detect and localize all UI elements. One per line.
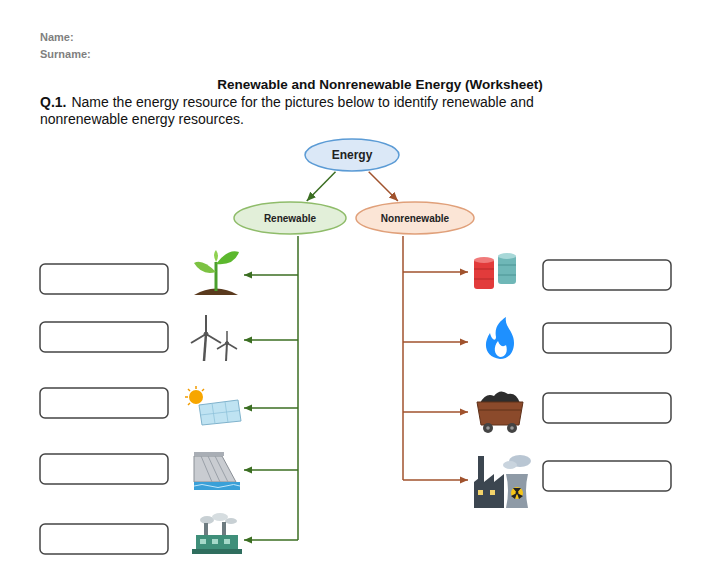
node-label: Renewable bbox=[264, 213, 316, 224]
plant-icon bbox=[194, 250, 239, 295]
answer-box bbox=[40, 454, 168, 484]
name-field-label: Name: bbox=[40, 31, 74, 43]
gas-flame-icon bbox=[486, 317, 514, 359]
question-number: Q.1. bbox=[40, 94, 66, 110]
connector-arrow bbox=[369, 172, 398, 201]
question-line: Q.1.Name the energy resource for the pic… bbox=[40, 94, 615, 128]
ellipse-shape bbox=[234, 202, 346, 234]
nonrenewable-branch-lines bbox=[403, 236, 468, 480]
renewable-branch-lines bbox=[244, 236, 298, 540]
answer-boxes bbox=[40, 260, 671, 554]
category-ellipse: Nonrenewable bbox=[355, 201, 475, 235]
geothermal-plant-icon bbox=[192, 513, 242, 554]
answer-box bbox=[40, 388, 168, 418]
question-text: Name the energy resource for the picture… bbox=[40, 94, 534, 127]
oil-barrels-icon bbox=[474, 253, 516, 289]
hydro-dam-icon bbox=[194, 452, 240, 490]
answer-box bbox=[543, 393, 671, 423]
solar-panel-icon bbox=[185, 386, 241, 425]
answer-box bbox=[40, 322, 168, 352]
coal-cart-icon bbox=[477, 391, 523, 433]
answer-box bbox=[40, 524, 168, 554]
answer-box bbox=[40, 264, 168, 294]
root-ellipse: Energy bbox=[304, 138, 400, 172]
surname-field-label: Surname: bbox=[40, 48, 91, 60]
ellipse-shape bbox=[356, 202, 474, 234]
answer-box bbox=[543, 323, 671, 353]
category-ellipse: Renewable bbox=[233, 201, 347, 235]
worksheet-title: Renewable and Nonrenewable Energy (Works… bbox=[0, 77, 720, 92]
ellipse-shape bbox=[305, 139, 399, 171]
node-label: Energy bbox=[332, 148, 373, 162]
wind-turbine-icon bbox=[191, 315, 237, 361]
connector-arrow bbox=[307, 172, 336, 201]
factory-nuclear-icon bbox=[474, 455, 531, 508]
answer-box bbox=[543, 461, 671, 491]
node-label: Nonrenewable bbox=[381, 213, 449, 224]
answer-box bbox=[543, 260, 671, 290]
